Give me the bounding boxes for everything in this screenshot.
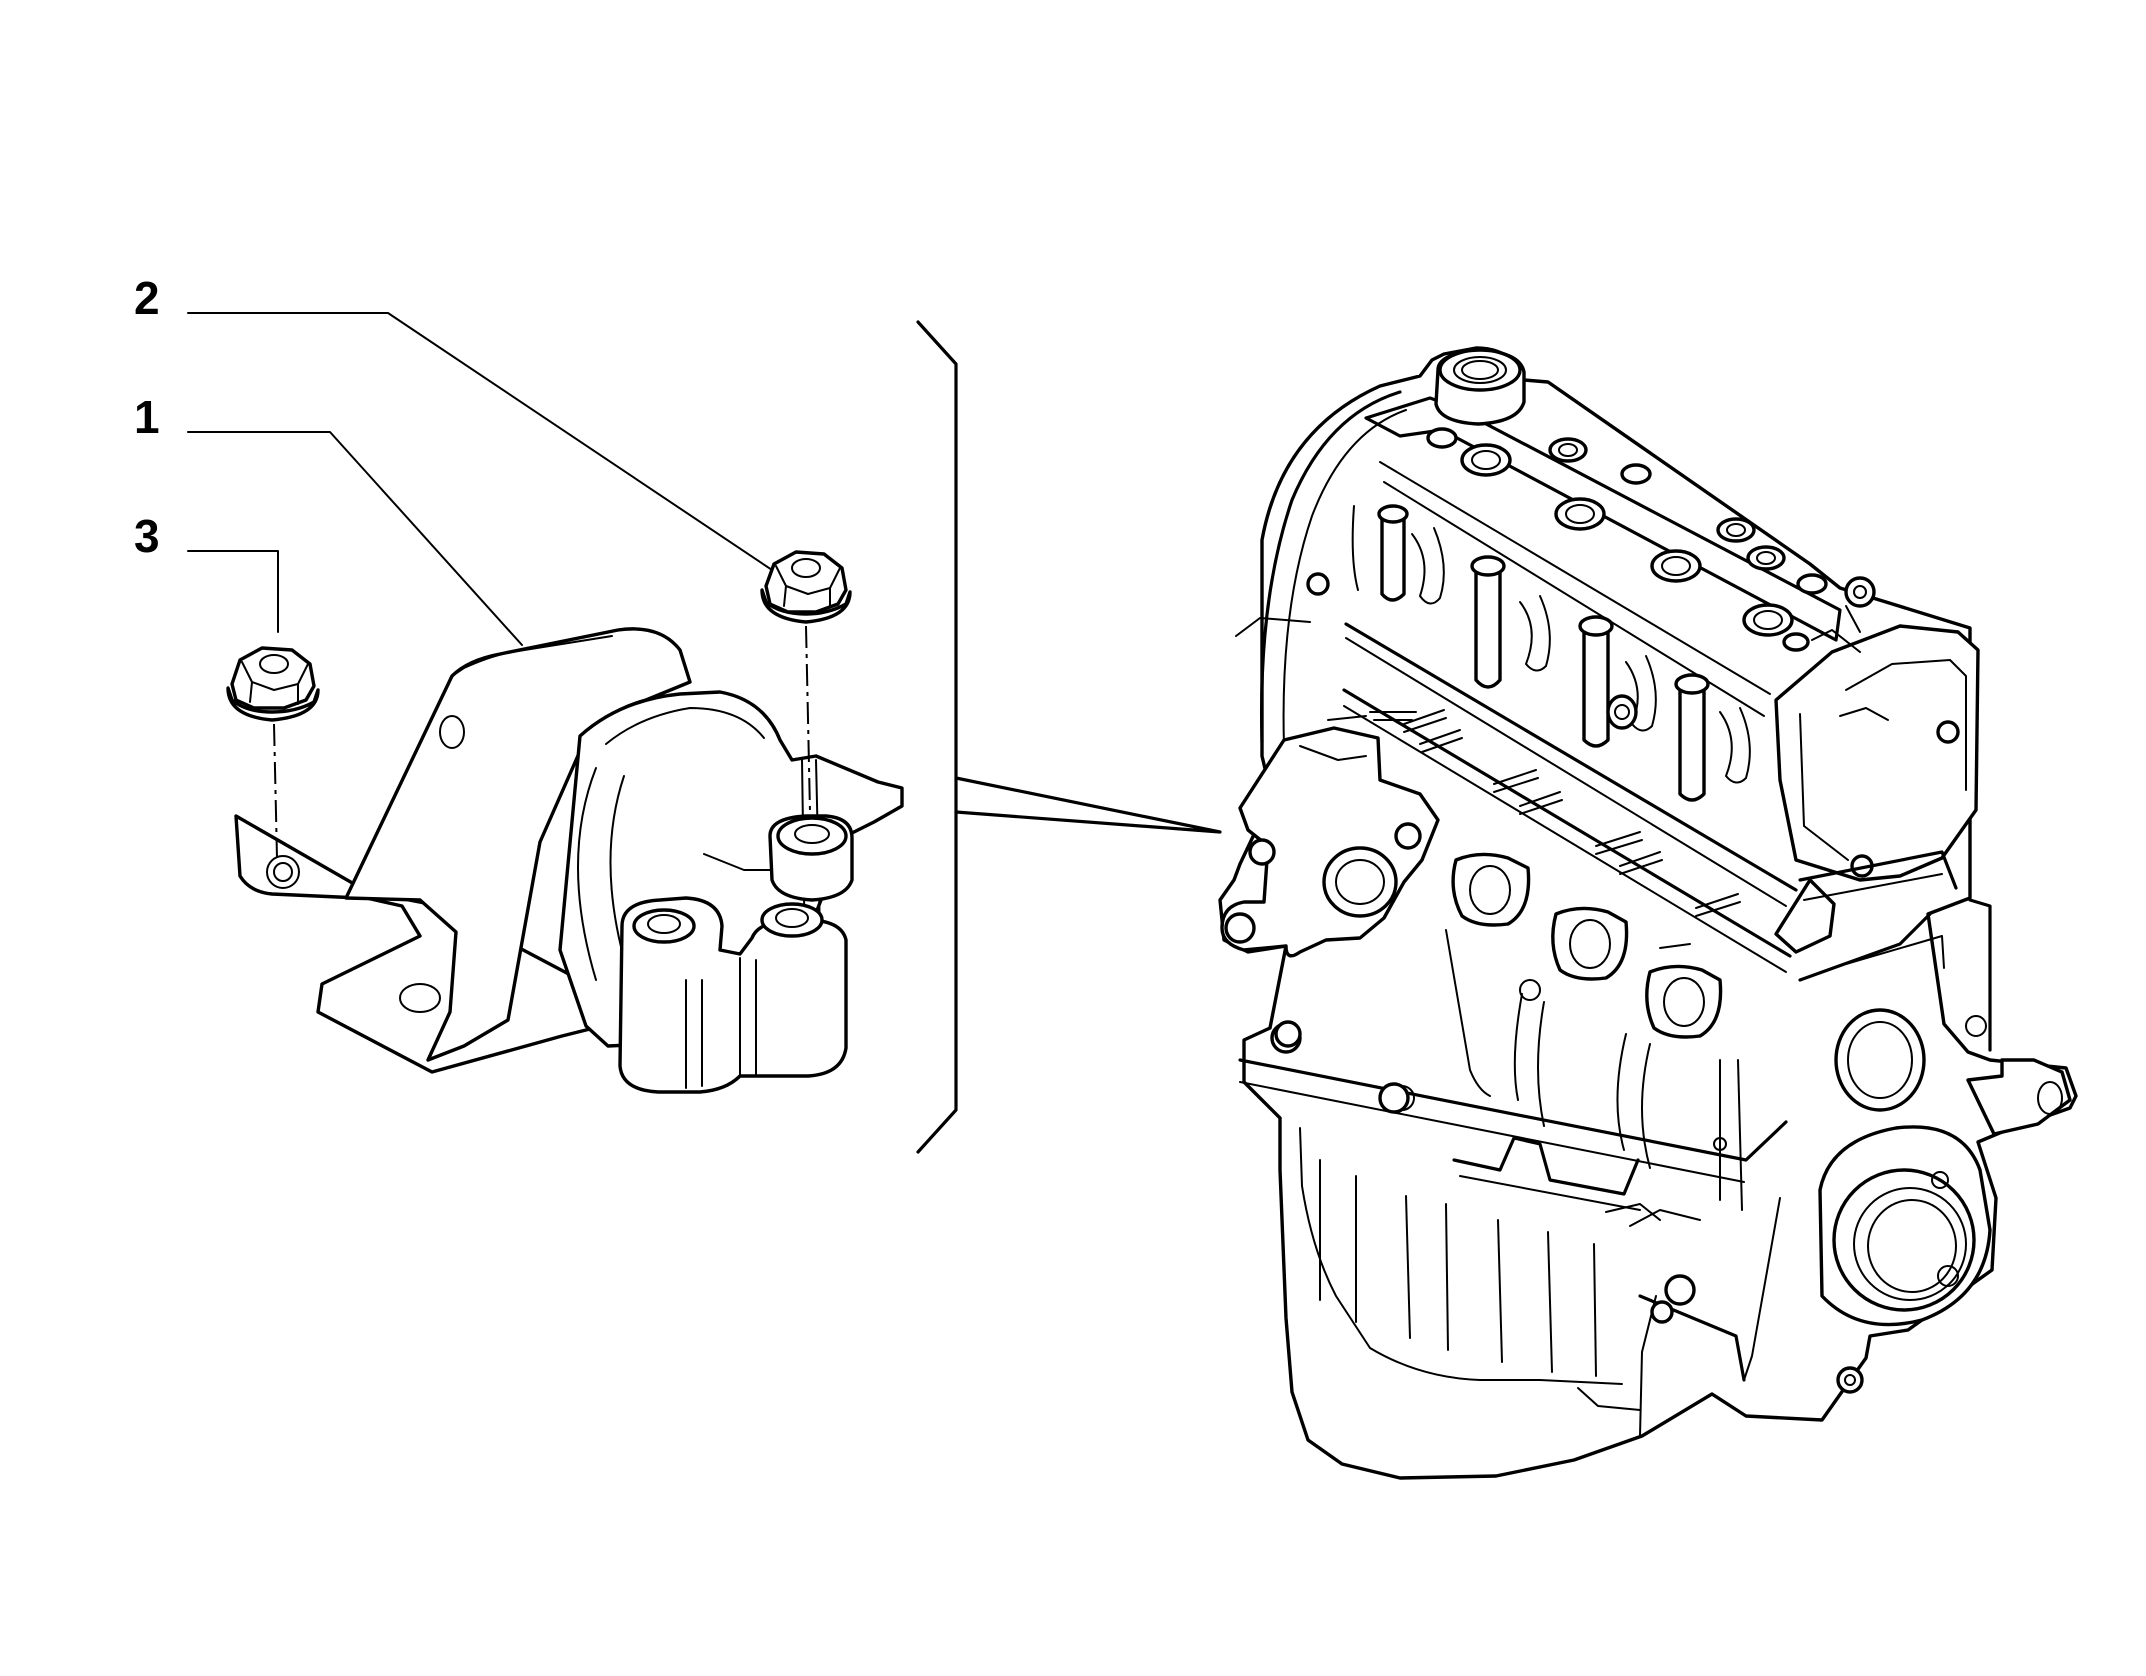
flange-nut-2 — [760, 550, 852, 624]
engine-assembly — [1218, 346, 2078, 1480]
leader-line-3 — [187, 550, 279, 633]
flange-nut-3 — [226, 646, 320, 722]
axis-line-2 — [805, 625, 811, 813]
bracket-pointer — [954, 776, 1222, 834]
group-bracket — [916, 320, 958, 1154]
engine-mount — [234, 627, 904, 1094]
callout-label-2: 2 — [134, 272, 160, 324]
callout-label-3: 3 — [134, 510, 160, 562]
leader-line-2 — [187, 312, 779, 575]
callout-label-1: 1 — [134, 391, 160, 443]
leader-line-1 — [187, 431, 523, 646]
axis-line-3 — [273, 723, 278, 859]
